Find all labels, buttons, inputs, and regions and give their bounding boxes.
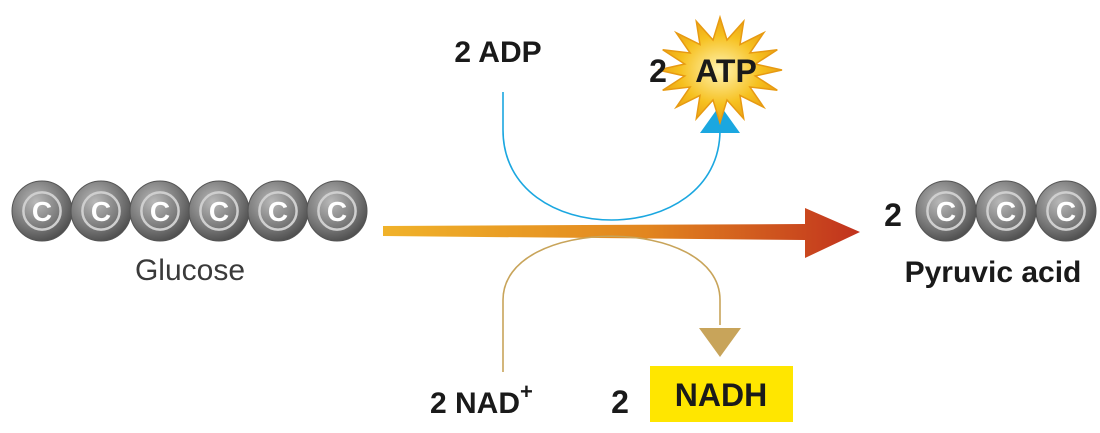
glucose-carbon-atom: C: [129, 180, 191, 242]
pyruvic-atom-letter: C: [1056, 196, 1076, 227]
nad-label: 2 NAD+: [430, 379, 533, 420]
glucose-carbon-atom: C: [188, 180, 250, 242]
pyruvic-label: Pyruvic acid: [905, 256, 1082, 289]
glucose-atom-letter: C: [268, 196, 288, 227]
glucose-atom-ring: [22, 191, 62, 231]
glucose-atom-letter: C: [150, 196, 170, 227]
nadh-label: NADH: [675, 377, 767, 413]
glucose-atom-ring: [317, 191, 357, 231]
pyruvic-atom-sphere: [1035, 180, 1097, 242]
glucose-atom-letter: C: [327, 196, 347, 227]
atp-star-icon: [657, 14, 783, 126]
nad-label-text: 2 NAD: [430, 387, 520, 420]
glucose-atom-letter: C: [91, 196, 111, 227]
nad-superscript: +: [520, 379, 533, 404]
pyruvic-atom-letter: C: [996, 196, 1016, 227]
nadh-arrowhead: [699, 328, 741, 357]
adp-label: 2 ADP: [454, 36, 541, 69]
nadh-coefficient: 2: [611, 384, 629, 420]
atp-label: ATP: [695, 53, 757, 89]
pyruvic-atom-ring: [1046, 191, 1086, 231]
glucose-carbon-atom: C: [247, 180, 309, 242]
pyruvic-atom-ring: [926, 191, 966, 231]
pyruvic-atom-ring: [986, 191, 1026, 231]
pyruvic-coefficient: 2: [884, 197, 902, 233]
glucose-atom-ring: [140, 191, 180, 231]
reaction-arrow: [383, 208, 860, 258]
pyruvic-carbon-atom: C: [915, 180, 977, 242]
atp-coefficient: 2: [649, 53, 667, 89]
pyruvic-carbon-atom: C: [975, 180, 1037, 242]
atp-conversion-arc: [502, 92, 721, 221]
glucose-carbon-atom: C: [11, 180, 73, 242]
glucose-carbon-atom: C: [70, 180, 132, 242]
glucose-atom-letter: C: [209, 196, 229, 227]
glucose-atom-ring: [81, 191, 121, 231]
glucose-atom-sphere: [306, 180, 368, 242]
atp-burst: [657, 14, 783, 126]
nad-conversion-arc: [502, 235, 721, 372]
pyruvic-atom-letter: C: [936, 196, 956, 227]
glucose-atom-ring: [199, 191, 239, 231]
glucose-atom-letter: C: [32, 196, 52, 227]
glucose-atom-ring: [258, 191, 298, 231]
glucose-carbon-atom: C: [306, 180, 368, 242]
glucose-label: Glucose: [135, 254, 245, 287]
nadh-highlight-box: [650, 366, 793, 422]
pyruvic-carbon-atom: C: [1035, 180, 1097, 242]
